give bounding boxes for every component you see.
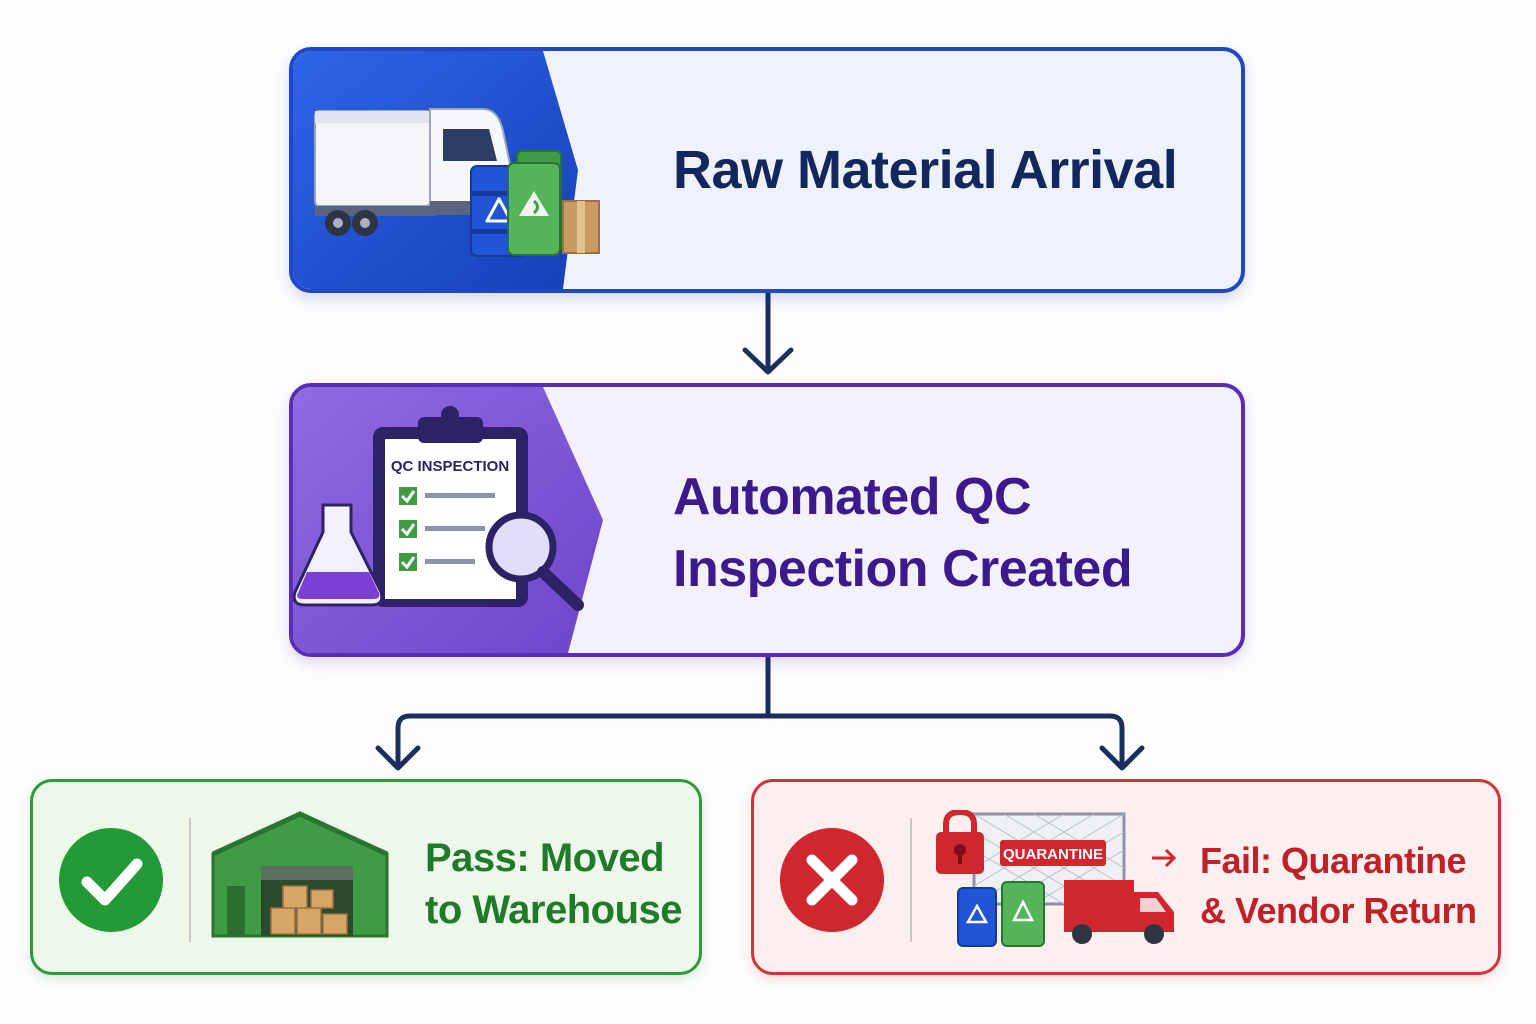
quarantine-sign: QUARANTINE <box>1003 846 1103 863</box>
fail-title-line-2: & Vendor Return <box>1200 890 1477 931</box>
warehouse-icon <box>211 811 389 938</box>
fail-title: Fail: Quarantine & Vendor Return <box>1200 836 1477 936</box>
qc-icon-band: QC INSPECTION <box>293 387 613 653</box>
qc-title: Automated QC Inspection Created <box>673 461 1133 605</box>
cardboard-box-icon <box>562 200 600 254</box>
qc-title-line-1: Automated QC <box>673 468 1032 526</box>
node-pass-warehouse: Pass: Moved to Warehouse <box>30 779 702 975</box>
pass-title: Pass: Moved to Warehouse <box>425 832 683 936</box>
arrowhead-qc <box>742 347 794 375</box>
flask-icon <box>293 503 384 607</box>
node-automated-qc-inspection: QC INSPECTION Automated QC <box>289 383 1245 657</box>
padlock-icon <box>936 810 984 874</box>
quarantine-icon: QUARANTINE <box>936 810 1177 947</box>
pass-divider <box>189 818 191 942</box>
arrowhead-fail <box>1099 745 1145 771</box>
fail-divider <box>910 818 912 942</box>
qc-title-line-2: Inspection Created <box>673 540 1133 598</box>
arrival-icon-band <box>293 51 613 289</box>
arrowhead-pass <box>375 745 421 771</box>
pass-title-line-2: to Warehouse <box>425 888 683 932</box>
return-truck-icon <box>1064 848 1177 944</box>
node-fail-quarantine: QUARANTINE Fail: Quarantine & Vendor Ret… <box>751 779 1501 975</box>
fail-title-line-1: Fail: Quarantine <box>1200 840 1467 881</box>
pass-title-line-1: Pass: Moved <box>425 836 665 880</box>
node-raw-material-arrival: Raw Material Arrival <box>289 47 1245 293</box>
chemical-bag-icon <box>507 150 562 256</box>
connector-qc-split <box>395 654 771 769</box>
x-circle-icon <box>780 828 884 932</box>
arrival-title: Raw Material Arrival <box>673 140 1178 200</box>
checklist-icon <box>399 487 495 571</box>
check-circle-icon <box>59 828 163 932</box>
drum-icon <box>957 887 997 947</box>
clipboard-label: QC INSPECTION <box>391 458 509 475</box>
magnifier-icon <box>485 511 584 611</box>
chemical-container-icon <box>1001 881 1045 947</box>
connector-qc-right <box>765 713 1125 769</box>
